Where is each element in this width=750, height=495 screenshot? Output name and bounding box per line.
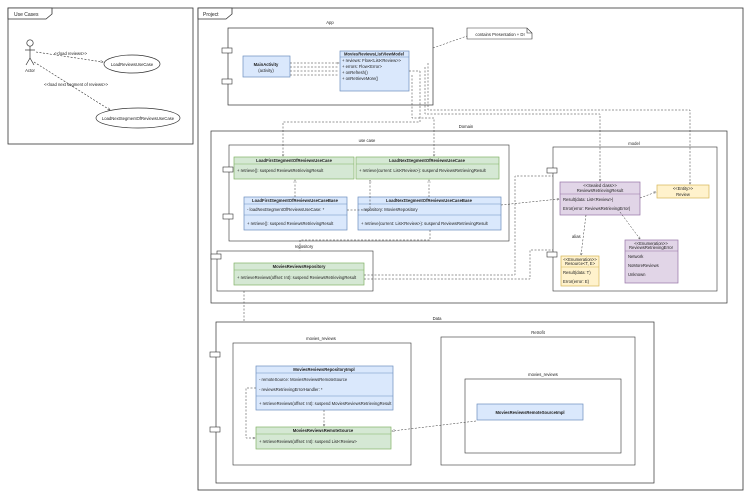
usecase-load-next-segment-label: LoadNextSegmentOfReviewsUseCase [102,116,175,121]
remote-source-method: + retrieveReviews(offset: Int): suspend … [259,439,357,444]
main-activity-sub: (activity) [258,68,274,73]
error-enum-item: Unknown [628,272,646,277]
load-first-usecase-interface[interactable]: LoadFirstSegmentOfReviewsUseCase + retri… [233,156,355,180]
usecase-load-reviews[interactable] [103,54,161,74]
usecase-load-reviews-label: LoadReviewsUseCase [111,62,154,67]
error-enum-item: Network [628,254,644,259]
assoc-load-reviews-label: <<load reviews>> [54,51,88,56]
retrofit-sub-pkg-label: movies_reviews [528,372,558,377]
use-cases-frame: Use Cases Actor LoadReviewsUseCase LoadN… [7,7,194,145]
load-next-base-method: + retrieve(current: List<Review>): suspe… [361,221,489,226]
load-next-base-attr: - repository: MoviesRepository [361,207,418,212]
movies-reviews-repository[interactable]: MoviesReviewsRepository + retrieveReview… [233,262,365,286]
repository-pkg-label: repository [295,244,314,249]
resource-name: Resource<T, E> [565,261,596,266]
result-stereo: <<Sealed class>> [583,183,617,188]
cross-package-dependencies [244,63,690,343]
viewmodel-member: + onRetrieveMore() [342,76,379,81]
load-first-base-method: + retrieve(): suspend ReviewsRetrievingR… [247,221,334,226]
load-first-uc-name: LoadFirstSegmentOfReviewsUseCase [256,158,333,163]
remote-source-interface[interactable]: MoviesReviewsRemoteSource + retrieveRevi… [255,426,392,450]
result-attr: Result(data: List<Review>) [563,197,614,202]
resource-attr: Error(error: E) [563,279,590,284]
review-name: Review [676,192,691,197]
remote-impl-name: MoviesReviewsRemoteSourceImpl [495,410,564,415]
project-frame: Project [197,7,744,491]
domain-label: Domain [459,124,474,129]
resource-stereo: <<Enumeration>> [563,257,597,262]
remote-source-impl-class[interactable]: MoviesReviewsRemoteSourceImpl [476,403,584,421]
assoc-load-reviews-line [35,51,103,62]
retrofit-pkg-label: Retrofit [531,330,545,335]
usecase-load-next-segment[interactable] [95,107,181,129]
result-name: ReviewsRetrievingResult [577,188,624,193]
use-cases-label: Use Cases [14,12,39,18]
viewmodel-name: MoviesReviewsListViewModel [344,52,404,57]
remote-source-name: MoviesReviewsRemoteSource [293,428,354,433]
main-activity-name: MainActivity [254,62,279,67]
viewmodel-class[interactable]: MoviesReviewsListViewModel + reviews: Fl… [339,50,410,92]
repo-impl-name: MoviesReviewsRepositoryImpl [293,367,354,372]
resource-enum[interactable]: <<Enumeration>> Resource<T, E> Result(da… [560,255,600,287]
repo-impl-method: + retrieveReviews(offset: Int): suspend … [259,401,392,406]
movies-reviews-pkg-label: movies_reviews [306,336,336,341]
app-dependency-lines [290,63,420,76]
data-package: Data movies_reviews MoviesReviewsReposit… [209,316,655,484]
app-note: contains Presentation + DI [432,27,533,49]
review-entity[interactable]: <<Entity>> Review [656,184,710,199]
data-relation-lines [245,387,477,438]
model-pkg-label: model [628,141,639,146]
usecase-pkg-label: use case [359,138,376,143]
resource-attr: Result(data: T) [563,270,591,275]
result-attr: Error(error: ReviewsRetrievingError) [563,206,631,211]
error-enum-item: NoMoreReviews [628,263,659,268]
error-enum-stereo: <<Enumeration>> [634,241,668,246]
app-note-text: contains Presentation + DI [475,32,524,37]
repository-impl-class[interactable]: MoviesReviewsRepositoryImpl - remoteSour… [255,365,394,411]
load-next-usecase-base[interactable]: LoadNextSegmentOfReviewsUseCaseBase - re… [357,196,502,231]
viewmodel-member: + errors: Flow<Error> [342,64,382,69]
error-enum-name: ReviewsRetrievingError [629,245,674,250]
repo-impl-attr: - remoteSource: MoviesReviewsRemoteSourc… [259,377,348,382]
model-relation-lines [500,192,656,255]
load-first-base-name: LoadFirstSegmentOfReviewsUseCaseBase [252,198,339,203]
repo-impl-attr: - reviewsRetrievingErrorHandler: * [259,387,323,392]
load-next-usecase-interface[interactable]: LoadNextSegmentOfReviewsUseCase + retrie… [355,156,500,180]
load-next-uc-method: + retrieve(current: List<Review>): suspe… [359,168,487,173]
actor-label: Actor [25,68,35,73]
viewmodel-member: + reviews: Flow<List<Review>> [342,58,402,63]
assoc-load-next-label: <<load next segment of reviews>> [44,82,109,87]
load-first-base-attr: - loadNextSegmentOfReviewsUseCase: * [247,207,325,212]
project-label: Project [203,12,219,18]
assoc-load-next-line [33,61,110,110]
resource-alias-label: alias [572,234,581,239]
app-package: App MainActivity (activity) MoviesReview… [221,20,533,106]
actor-figure[interactable] [25,39,35,66]
main-activity-box[interactable]: MainActivity (activity) [242,55,291,78]
app-label: App [326,20,334,25]
load-next-uc-name: LoadNextSegmentOfReviewsUseCase [389,158,466,163]
data-label: Data [433,316,443,321]
reviews-retrieving-error-enum[interactable]: <<Enumeration>> ReviewsRetrievingError N… [624,239,679,284]
review-stereo: <<Entity>> [673,186,694,191]
load-first-uc-method: + retrieve(): suspend ReviewsRetrievingR… [237,168,324,173]
repository-name: MoviesReviewsRepository [273,264,326,269]
repository-method: + retrieveReviews(offset: Int): suspend … [237,275,357,280]
load-first-usecase-base[interactable]: LoadFirstSegmentOfReviewsUseCaseBase - l… [243,196,348,231]
viewmodel-member: + onRefresh() [342,70,368,75]
load-next-base-name: LoadNextSegmentOfReviewsUseCaseBase [386,198,473,203]
domain-package: Domain use case LoadFirstSegmentOfReview… [210,124,728,304]
reviews-retrieving-result[interactable]: <<Sealed class>> ReviewsRetrievingResult… [559,181,641,216]
